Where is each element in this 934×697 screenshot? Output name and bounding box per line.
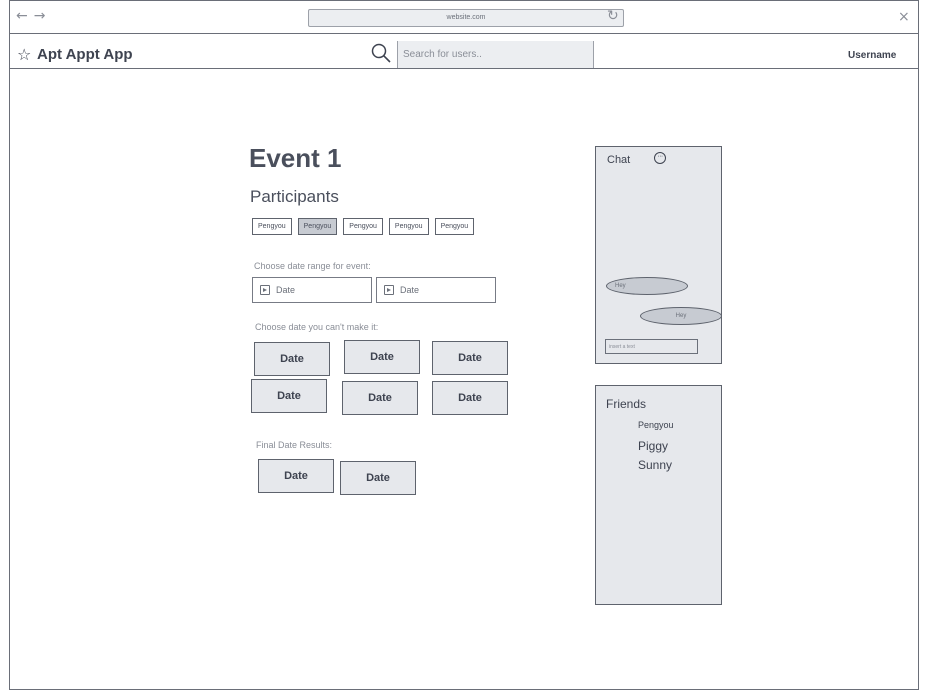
back-forward-icons[interactable]: ←→ (16, 8, 52, 24)
user-search-input[interactable] (397, 41, 593, 68)
close-icon[interactable]: × (898, 9, 910, 25)
browser-window: ←→ website.com ↻ × ☆ Apt Appt App Userna… (9, 0, 919, 690)
username-menu[interactable]: Username (848, 50, 897, 61)
cant-make-label: Choose date you can't make it: (255, 322, 379, 332)
header-divider-bottom (10, 68, 918, 69)
participant-chip[interactable]: Pengyou (434, 218, 475, 235)
search-icon[interactable] (370, 42, 392, 64)
date-field-value: Date (276, 285, 296, 295)
chat-message-sent: Hey (640, 307, 722, 325)
header-divider (593, 41, 594, 68)
final-date-result[interactable]: Date (340, 461, 416, 495)
chrome-divider (10, 33, 918, 34)
participant-list: Pengyou Pengyou Pengyou Pengyou Pengyou (252, 218, 475, 235)
start-date-field[interactable]: Date (252, 277, 372, 303)
friend-item[interactable]: Piggy (638, 439, 669, 453)
participant-chip[interactable]: Pengyou (343, 218, 383, 235)
url-bar[interactable]: website.com (308, 9, 624, 27)
friends-title: Friends (606, 397, 647, 411)
unavailable-date-button[interactable]: Date (432, 381, 508, 415)
app-title: Apt Appt App (37, 46, 133, 63)
date-range-label: Choose date range for event: (254, 261, 371, 271)
participant-chip[interactable]: Pengyou (252, 218, 292, 235)
chat-message-received: Hey (606, 277, 688, 295)
participants-heading: Participants (250, 187, 339, 206)
participant-chip[interactable]: Pengyou (388, 218, 429, 235)
calendar-icon (260, 285, 270, 295)
end-date-field[interactable]: Date (376, 277, 496, 303)
friend-item[interactable]: Sunny (638, 458, 673, 472)
reload-icon[interactable]: ↻ (607, 8, 619, 24)
calendar-icon (384, 285, 394, 295)
participant-chip-selected[interactable]: Pengyou (297, 218, 338, 235)
unavailable-date-button[interactable]: Date (254, 342, 330, 376)
chat-options-icon[interactable]: ··· (654, 152, 666, 164)
final-date-label: Final Date Results: (256, 440, 333, 450)
friend-item[interactable]: Pengyou (638, 420, 674, 430)
final-date-result[interactable]: Date (258, 459, 334, 493)
date-field-value: Date (400, 285, 420, 295)
unavailable-date-button[interactable]: Date (432, 341, 508, 375)
unavailable-date-button[interactable]: Date (342, 381, 418, 415)
friends-panel: Friends Pengyou Piggy Sunny (595, 385, 722, 605)
event-title: Event 1 (249, 143, 342, 173)
chat-panel: Chat ··· Hey Hey (595, 146, 722, 364)
chat-title: Chat (607, 154, 631, 166)
star-icon[interactable]: ☆ (17, 45, 32, 64)
chat-message-input[interactable] (605, 339, 698, 354)
unavailable-date-button[interactable]: Date (344, 340, 420, 374)
unavailable-date-button[interactable]: Date (251, 379, 327, 413)
